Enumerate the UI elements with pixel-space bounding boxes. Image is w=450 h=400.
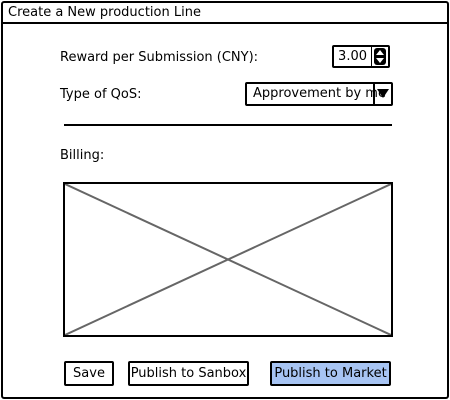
qos-label: Type of QoS: xyxy=(60,87,142,102)
qos-selected-value[interactable]: Approvement by me xyxy=(253,86,386,101)
billing-label: Billing: xyxy=(60,148,105,163)
window-title: Create a New production Line xyxy=(8,5,201,20)
reward-label: Reward per Submission (CNY): xyxy=(60,50,259,65)
section-divider xyxy=(64,124,392,126)
image-placeholder-icon xyxy=(65,184,391,335)
stepper-arrows[interactable] xyxy=(371,47,388,66)
publish-to-market-button[interactable]: Publish to Market xyxy=(270,361,391,386)
billing-image-placeholder xyxy=(63,182,393,337)
chevron-down-icon[interactable] xyxy=(377,89,389,99)
reward-stepper[interactable]: 3.00 xyxy=(332,45,390,68)
title-bar: Create a New production Line xyxy=(3,3,447,24)
qos-dropdown-button[interactable] xyxy=(373,84,391,104)
reward-value[interactable]: 3.00 xyxy=(338,49,367,64)
up-down-arrows-icon[interactable] xyxy=(373,47,387,66)
qos-select[interactable]: Approvement by me xyxy=(245,82,393,106)
save-button[interactable]: Save xyxy=(64,361,114,386)
publish-to-sandbox-button[interactable]: Publish to Sanbox xyxy=(128,361,249,386)
